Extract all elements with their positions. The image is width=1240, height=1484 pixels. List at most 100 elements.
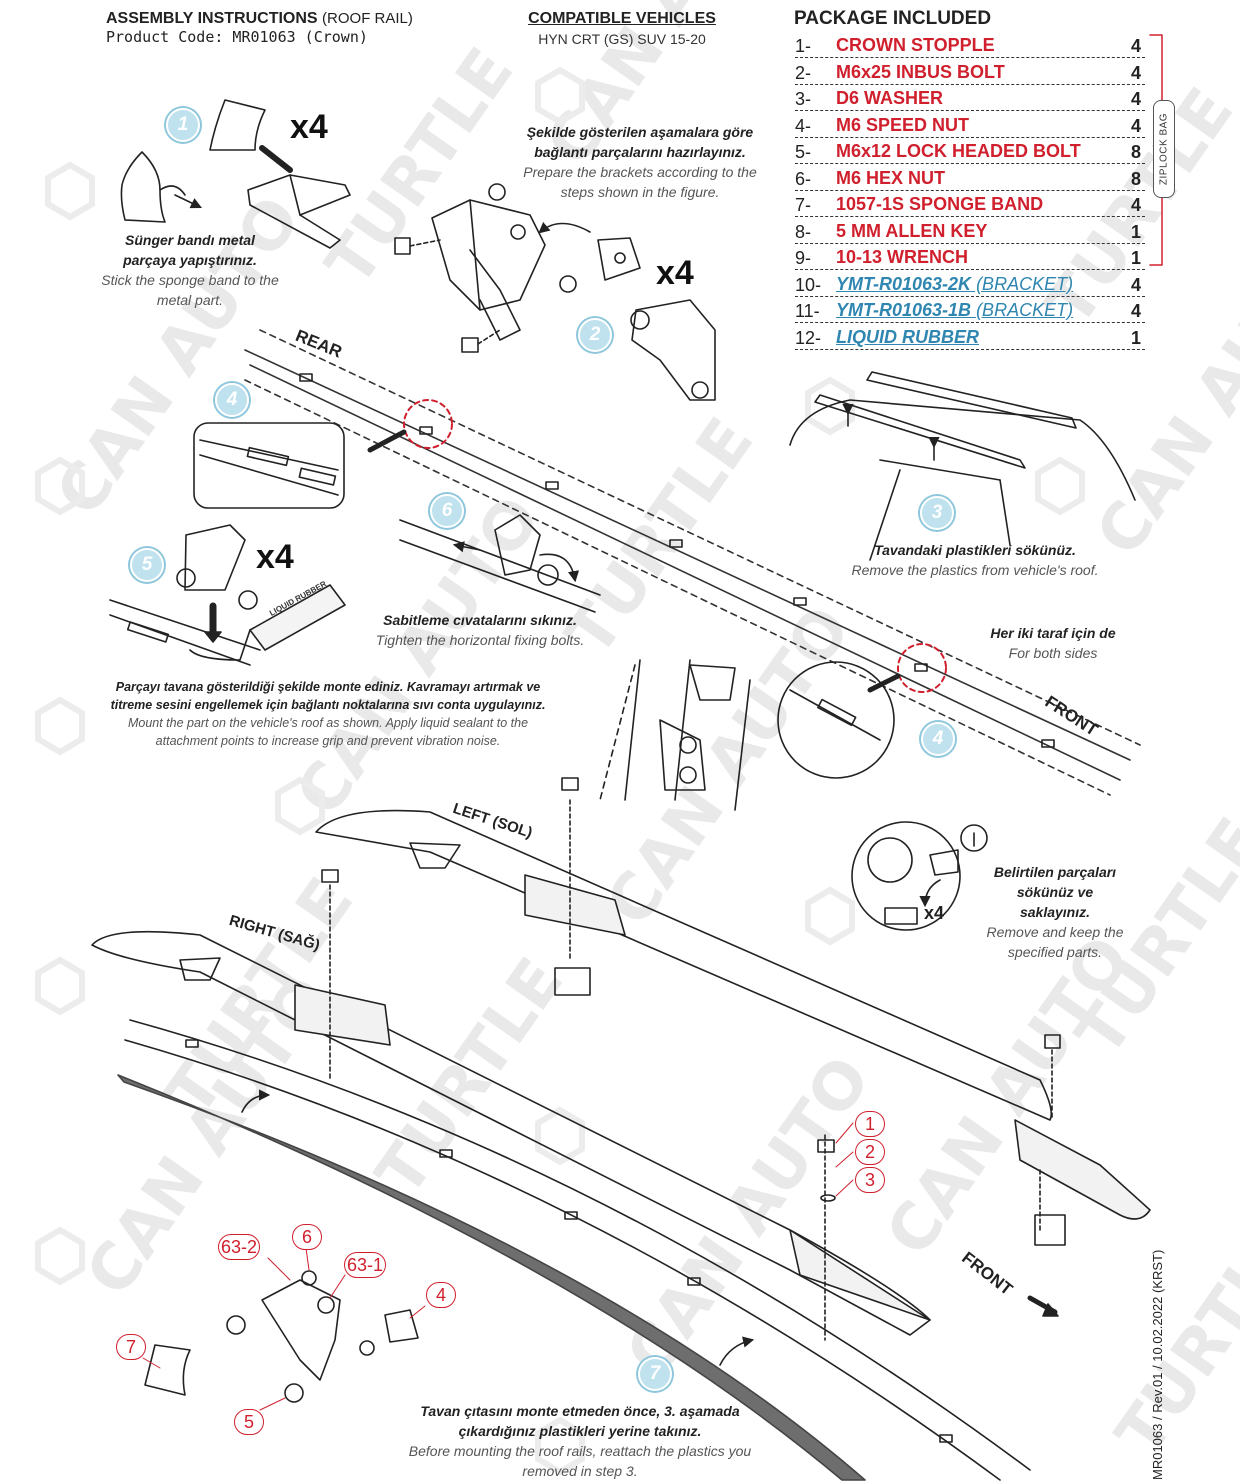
caption-step3-tr: Tavandaki plastikleri sökünüz. <box>874 542 1076 558</box>
package-item-number: 4- <box>795 115 812 136</box>
package-item: 10-YMT-R01063-2K (BRACKET)4 <box>795 274 1145 297</box>
hex-nut <box>559 275 577 293</box>
doc-title-suffix: (ROOF RAIL) <box>322 10 413 27</box>
bracket-step5 <box>184 524 246 591</box>
roof-rail-left <box>315 809 1053 1121</box>
package-item-number: 9- <box>795 248 812 268</box>
zoom-arrow <box>367 429 407 453</box>
callout-63-2: 63-2 <box>218 1234 261 1260</box>
clip-slot <box>419 426 433 435</box>
clip-slot <box>793 597 807 606</box>
package-item-name-text: YMT-R01063-2K <box>836 273 972 294</box>
package-item-name-text: YMT-R01063-1B <box>836 300 972 320</box>
package-item-name-text: CROWN STOPPLE <box>836 35 995 55</box>
leader-line <box>835 1151 854 1168</box>
front-arrow-head <box>1042 1303 1059 1317</box>
roof-channel-line <box>129 1019 1031 1471</box>
peel-arrow <box>174 194 203 209</box>
step-badge-6: 6 <box>430 494 464 528</box>
product-code: Product Code: MR01063 (Crown) <box>106 28 368 46</box>
caption-step7-tr: Tavan çıtasını monte etmeden önce, 3. aş… <box>420 1403 740 1439</box>
interior-detail-circle <box>851 821 961 931</box>
apply-arrow <box>259 145 293 173</box>
sponge-piece <box>209 99 266 151</box>
car-roof-outline <box>789 399 1136 501</box>
clip-slot <box>687 1277 701 1286</box>
car-window-top <box>879 459 1001 481</box>
package-item: 11-YMT-R01063-1B (BRACKET)4 <box>795 300 1145 323</box>
leader-line <box>259 1397 286 1411</box>
detail-line <box>199 439 339 471</box>
roof-edge-dashed <box>259 329 1141 746</box>
roof-plastic-strip <box>866 371 1077 429</box>
liquid-nozzle <box>189 629 251 661</box>
rail-foot <box>179 957 221 981</box>
clip-slot <box>939 1434 953 1443</box>
package-item-number: 6- <box>795 168 812 189</box>
step-badge-2: 2 <box>578 318 612 352</box>
stopple <box>321 869 339 883</box>
package-item-number: 2- <box>795 62 812 83</box>
stopple <box>817 1139 835 1153</box>
bracket-side-view <box>631 299 716 401</box>
exploded-speed-nut <box>384 1309 419 1343</box>
rail-foot <box>409 842 461 869</box>
package-item-number: 5- <box>795 142 812 162</box>
package-item-name-text: M6 SPEED NUT <box>836 114 970 135</box>
package-item-qty: 1 <box>1130 248 1141 268</box>
bolt-axis <box>409 239 441 247</box>
exploded-bolt <box>284 1383 304 1403</box>
package-item-qty: 4 <box>1130 89 1141 109</box>
package-item-name: D6 WASHER <box>836 88 943 109</box>
package-item-name: 10-13 WRENCH <box>836 247 968 268</box>
package-item-name: 5 MM ALLEN KEY <box>836 221 987 242</box>
multiplier-step2: x4 <box>656 254 694 292</box>
clip-slot <box>299 373 313 382</box>
caption-step1-tr: Sünger bandı metal parçaya yapıştırınız. <box>123 232 257 268</box>
install-arrow <box>241 1089 271 1113</box>
package-item-name-text: M6 HEX NUT <box>836 167 946 188</box>
detail-clip <box>246 446 290 467</box>
detail-clip <box>817 698 857 727</box>
caption-step4-en: For both sides <box>1008 645 1098 661</box>
leader-line <box>142 1357 161 1369</box>
roof-edge <box>624 659 641 801</box>
leader-line <box>305 1247 310 1271</box>
roof-edge <box>674 659 691 801</box>
bolt-head <box>461 337 479 353</box>
bracket-roller <box>679 736 697 754</box>
multiplier-step5: x4 <box>256 538 294 576</box>
caption-step7: Tavan çıtasını monte etmeden önce, 3. aş… <box>400 1401 760 1481</box>
package-title: PACKAGE INCLUDED <box>794 8 992 29</box>
step-badge-4: 4 <box>215 383 249 417</box>
roof-edge <box>109 599 261 651</box>
down-arrow-head <box>204 631 222 643</box>
bracket-top <box>689 664 736 701</box>
speed-nut-hole <box>614 252 626 264</box>
ziplock-label: ZIPLOCK BAG <box>1158 112 1170 186</box>
assembly-arrow <box>538 221 591 234</box>
install-arrow <box>719 1336 755 1366</box>
roof-rail-right <box>91 930 931 1336</box>
step-badge-3: 3 <box>920 496 954 530</box>
compatible-title: COMPATIBLE VEHICLES <box>528 10 716 27</box>
callout-1: 1 <box>855 1111 885 1137</box>
package-item-tag: (BRACKET) <box>971 300 1074 320</box>
package-item-name: M6x12 LOCK HEADED BOLT <box>836 141 1081 162</box>
detail-clip <box>298 467 337 486</box>
caption-step3-en: Remove the plastics from vehicle's roof. <box>851 562 1099 578</box>
package-item-number: 3- <box>795 89 812 109</box>
step-badge-4-lower: 4 <box>921 722 955 756</box>
bolt-head <box>394 237 411 255</box>
package-item-name-text: 10-13 WRENCH <box>836 247 969 267</box>
clip-slot <box>914 663 928 672</box>
compatible-vehicle: HYN CRT (GS) SUV 15-20 <box>538 31 706 47</box>
info-icon <box>960 824 988 852</box>
caption-step3: Tavandaki plastikleri sökünüz. Remove th… <box>830 540 1120 580</box>
package-item-qty: 1 <box>1130 327 1141 348</box>
caption-step6-tr: Sabitleme cıvatalarını sıkınız. <box>383 612 577 628</box>
leader-line <box>835 1122 854 1144</box>
